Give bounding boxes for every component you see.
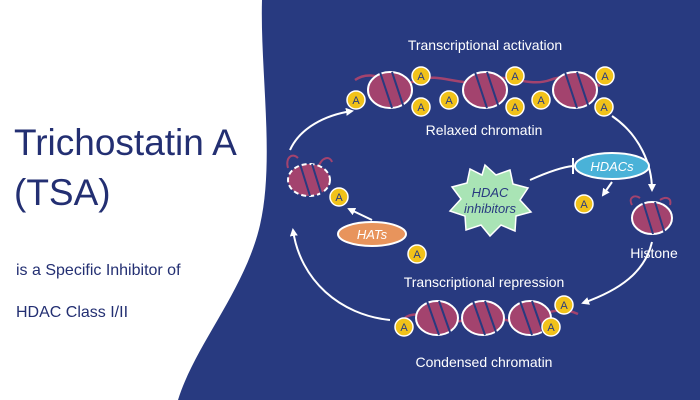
svg-text:A: A [601,71,609,83]
arrow-hats-to-nucleosome [347,207,373,221]
acetyl-group: A [505,66,525,86]
nucleosome [552,71,598,109]
svg-text:A: A [580,199,588,211]
acetyl-group: A [329,187,349,207]
svg-text:A: A [400,322,408,334]
hats-pill [337,221,407,247]
relaxed-chromatin-label: Relaxed chromatin [426,122,543,138]
hdacs-label: HDACs [590,159,634,174]
nucleosome [461,300,505,336]
arrow-left-to-relaxed [289,107,354,151]
svg-text:A: A [335,192,343,204]
svg-text:A: A [511,71,519,83]
hats-label: HATs [357,227,388,242]
arrow-histone-to-condensed [581,241,653,305]
hdac-inhibitors-label-line-1: HDAC [472,185,509,200]
acetyl-group: A [411,97,431,117]
transcriptional-repression-label: Transcriptional repression [404,274,565,290]
diagram-panel [178,0,700,400]
acetyl-group: A [411,66,431,86]
hdac-inhibitors-label-line-2: inhibitors [464,201,517,216]
subtitle-line-1: is a Specific Inhibitor of [16,262,181,279]
arrow-condensed-to-left [289,228,391,321]
svg-text:A: A [417,102,425,114]
nucleosome [462,71,508,109]
nucleosome [415,300,459,336]
acetyl-group: A [505,97,525,117]
nucleosome [367,71,413,109]
arrow-relax-to-histone [611,115,656,192]
svg-text:A: A [445,95,453,107]
svg-text:A: A [600,102,608,114]
inhibition-line [529,165,574,181]
title-line-2: (TSA) [14,172,111,213]
svg-text:A: A [537,95,545,107]
condensed-chromatin-label: Condensed chromatin [416,354,553,370]
acetyl-group: A [541,317,561,337]
acetyl-group: A [439,90,459,110]
histone-nucleosome [629,195,673,235]
acetyl-group: A [394,317,414,337]
acetyl-group: A [554,295,574,315]
acetyl-group: A [594,97,614,117]
acetyl-group: A [407,244,427,264]
histone-label: Histone [630,245,678,261]
hdac-inhibitors-starburst [448,163,533,238]
subtitle-line-2: HDAC Class I/II [16,304,129,321]
transcriptional-activation-label: Transcriptional activation [408,37,562,53]
acetyl-group: A [531,90,551,110]
nucleosome [508,300,552,336]
title-line-1: Trichostatin A [14,122,237,163]
acetyl-group: A [346,90,366,110]
svg-text:A: A [547,322,555,334]
acetyl-group: A [595,66,615,86]
nucleosome [286,154,333,197]
arrow-hdacs-to-a [601,181,613,197]
svg-text:A: A [511,102,519,114]
acetyl-group: A [574,194,594,214]
svg-text:A: A [417,71,425,83]
svg-text:A: A [352,95,360,107]
svg-text:A: A [413,249,421,261]
hdacs-pill [574,152,650,180]
svg-text:A: A [560,300,568,312]
